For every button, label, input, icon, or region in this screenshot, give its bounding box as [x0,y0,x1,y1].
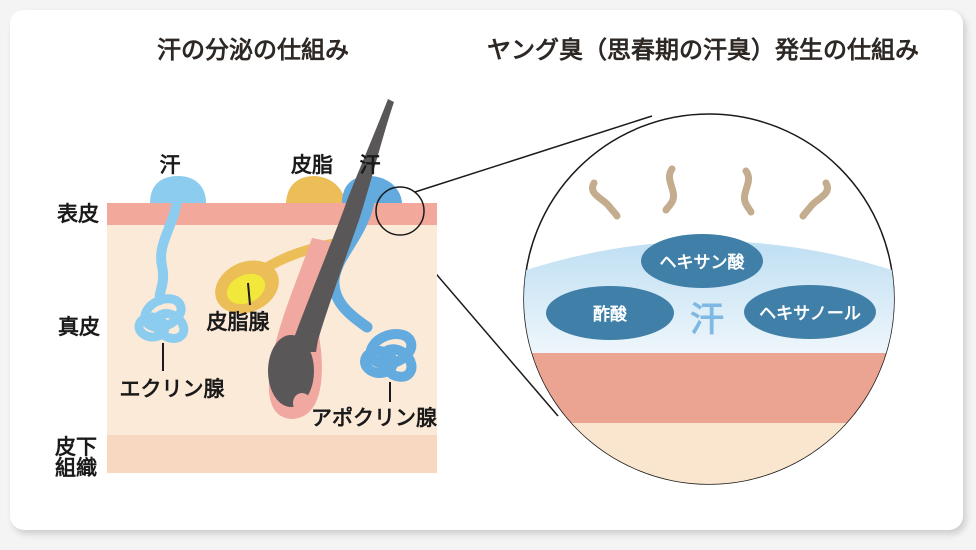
magnified-view: ヘキサン酸 酢酸 ヘキサノール 汗 [523,113,895,485]
odor-wisps [589,165,831,220]
magnifier-source-circle [375,186,425,236]
left-diagram-title: 汗の分泌の仕組み [157,37,349,64]
label-eccrine-gland: エクリン腺 [120,377,226,401]
skin-cross-section: 汗 皮脂 汗 表皮 真皮 皮下 組織 エクリン腺 皮脂腺 アポクリン腺 [55,99,438,480]
label-acetic-acid: 酢酸 [593,304,628,324]
odor-wisp-icon [741,167,755,216]
odor-wisp-icon [662,165,677,214]
subcutis-layer [107,435,437,473]
hair-shaft [288,99,394,352]
label-subcutis-line2: 組織 [55,456,97,480]
label-epidermis: 表皮 [57,203,99,226]
odor-wisp-icon [799,179,831,220]
label-sebum: 皮脂 [291,154,333,177]
magnified-dermis-band [524,423,894,484]
hair-bulb [268,335,314,407]
label-apocrine-gland: アポクリン腺 [311,406,438,430]
magnified-epidermis-band [524,353,894,423]
sebum-blob [286,176,345,203]
right-diagram-title: ヤング臭（思春期の汗臭）発生の仕組み [487,37,919,64]
magnifier-connector-line-top [414,115,653,193]
apocrine-gland-coil [360,329,417,382]
label-sweat-magnified: 汗 [690,301,724,339]
label-subcutis-line1: 皮下 [55,436,97,459]
epidermis-layer [107,203,437,225]
odor-wisp-icon [589,179,621,220]
label-sweat-left: 汗 [160,154,181,177]
sebaceous-gland-inner [226,273,266,305]
label-sweat-right: 汗 [360,154,381,177]
eccrine-gland-coil [134,294,189,343]
component-bubble-hexanol [744,285,876,339]
label-hexanol: ヘキサノール [759,304,861,323]
sebaceous-leader-line [247,282,251,306]
eccrine-coil-loop [134,312,170,342]
eccrine-duct [154,195,182,305]
sweat-droplet-left [150,176,206,203]
apocrine-coil-loop [360,345,398,379]
component-bubble-hexanoic-acid [641,234,763,288]
label-hexanoic-acid: ヘキサン酸 [660,252,746,272]
component-bubble-acetic-acid [546,286,674,340]
label-dermis: 真皮 [58,315,100,339]
dermal-papilla-notch [293,393,311,413]
label-sebaceous-gland: 皮脂腺 [207,310,271,334]
